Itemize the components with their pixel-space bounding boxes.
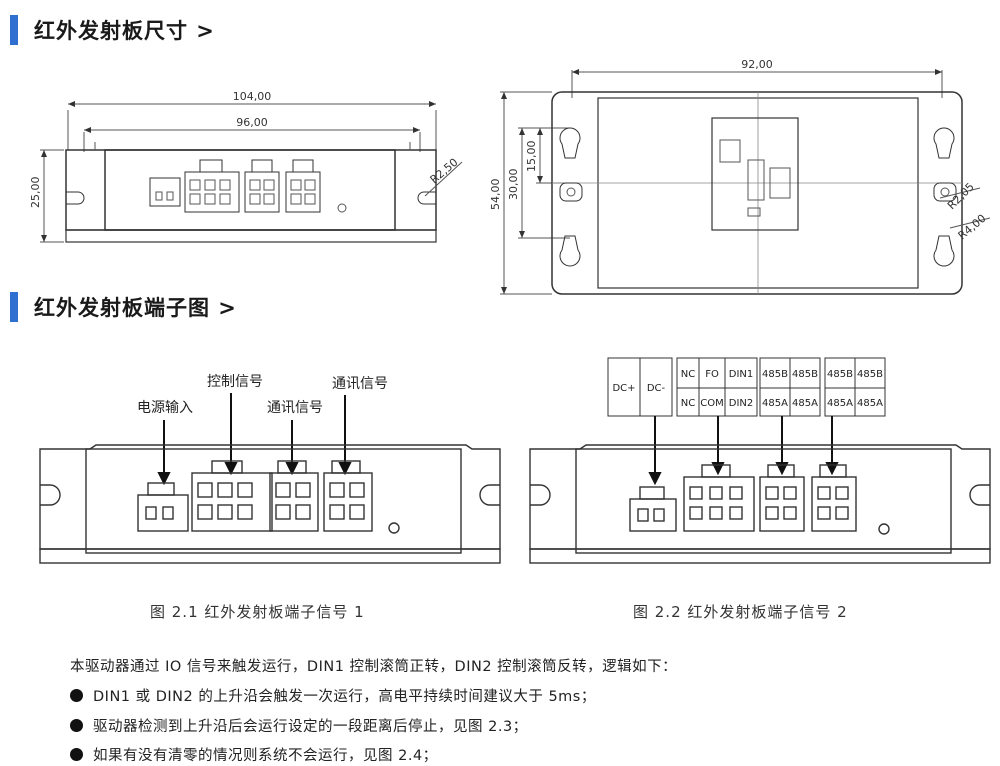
section-accent-bar-2 <box>10 292 18 322</box>
pin-485b-1: 485B <box>762 369 788 380</box>
label-comm-2: 通讯信号 <box>267 400 323 416</box>
section-accent-bar <box>10 15 18 45</box>
bullet-item: DIN1 或 DIN2 的上升沿会触发一次运行，高电平持续时间建议大于 5ms； <box>70 685 596 706</box>
dim-inner-width: 96,00 <box>236 116 268 129</box>
pin-com: COM <box>700 398 723 409</box>
pin-nc-1: NC <box>681 369 695 380</box>
label-power: 电源输入 <box>137 400 193 416</box>
dim-top-height-total: 54,00 <box>489 179 502 211</box>
dim-top-radius-large: R4,00 <box>956 212 989 243</box>
pin-485b-2: 485B <box>792 369 818 380</box>
pin-485b-4: 485B <box>857 369 883 380</box>
bullet-dot-icon <box>70 748 83 761</box>
pin-din1: DIN1 <box>729 369 754 380</box>
section-title-size-text: 红外发射板尺寸 > <box>34 19 215 43</box>
terminal-figure-1: 通讯信号 控制信号 电源输入 通讯信号 <box>39 374 501 564</box>
pin-485a-2: 485A <box>792 398 818 409</box>
pin-fo: FO <box>705 369 719 380</box>
section-title-terminal: 红外发射板端子图 > <box>10 291 237 323</box>
bullet-item: 驱动器检测到上升沿后会运行设定的一段距离后停止，见图 2.3； <box>70 715 528 736</box>
dimension-drawing-top: 92,00 54,00 30,00 15,00 R2,05 R4,00 <box>489 58 991 295</box>
bullet-text-3: 如果有没有清零的情况则系统不会运行，见图 2.4； <box>93 748 438 764</box>
pin-din2: DIN2 <box>729 398 754 409</box>
caption-fig-2-1: 图 2.1 红外发射板端子信号 1 <box>150 603 365 621</box>
label-comm-1: 通讯信号 <box>332 376 388 392</box>
dim-top-radius-small: R2,05 <box>945 180 977 212</box>
section-title-terminal-text: 红外发射板端子图 > <box>34 296 237 320</box>
pin-nc-2: NC <box>681 398 695 409</box>
dim-top-half-spacing: 15,00 <box>525 141 538 173</box>
pin-485a-3: 485A <box>827 398 853 409</box>
pin-485a-1: 485A <box>762 398 788 409</box>
bullet-dot-icon <box>70 689 83 702</box>
caption-fig-2-2: 图 2.2 红外发射板端子信号 2 <box>633 603 848 621</box>
dim-top-hole-spacing: 30,00 <box>507 169 520 201</box>
bullet-dot-icon <box>70 719 83 732</box>
dimension-drawing-side: 104,00 96,00 25,00 R2,50 <box>29 90 463 243</box>
dim-radius: R2,50 <box>428 156 461 187</box>
bullet-item: 如果有没有清零的情况则系统不会运行，见图 2.4； <box>70 744 438 765</box>
dim-height: 25,00 <box>29 177 42 209</box>
dim-overall-width: 104,00 <box>233 90 272 103</box>
pin-dc-minus: DC- <box>647 383 666 394</box>
section-title-size: 红外发射板尺寸 > <box>10 14 215 46</box>
pin-485a-4: 485A <box>857 398 883 409</box>
bullet-text-2: 驱动器检测到上升沿后会运行设定的一段距离后停止，见图 2.3； <box>93 719 528 735</box>
intro-paragraph: 本驱动器通过 IO 信号来触发运行，DIN1 控制滚筒正转，DIN2 控制滚筒反… <box>70 659 678 675</box>
terminal-figure-2: DC+ DC- NC FO DIN1 NC COM DIN2 485B 485B… <box>529 357 991 564</box>
pin-dc-plus: DC+ <box>612 383 635 394</box>
pin-485b-3: 485B <box>827 369 853 380</box>
label-control: 控制信号 <box>207 374 263 390</box>
bullet-text-1: DIN1 或 DIN2 的上升沿会触发一次运行，高电平持续时间建议大于 5ms； <box>93 689 596 705</box>
dim-top-width: 92,00 <box>741 58 773 71</box>
